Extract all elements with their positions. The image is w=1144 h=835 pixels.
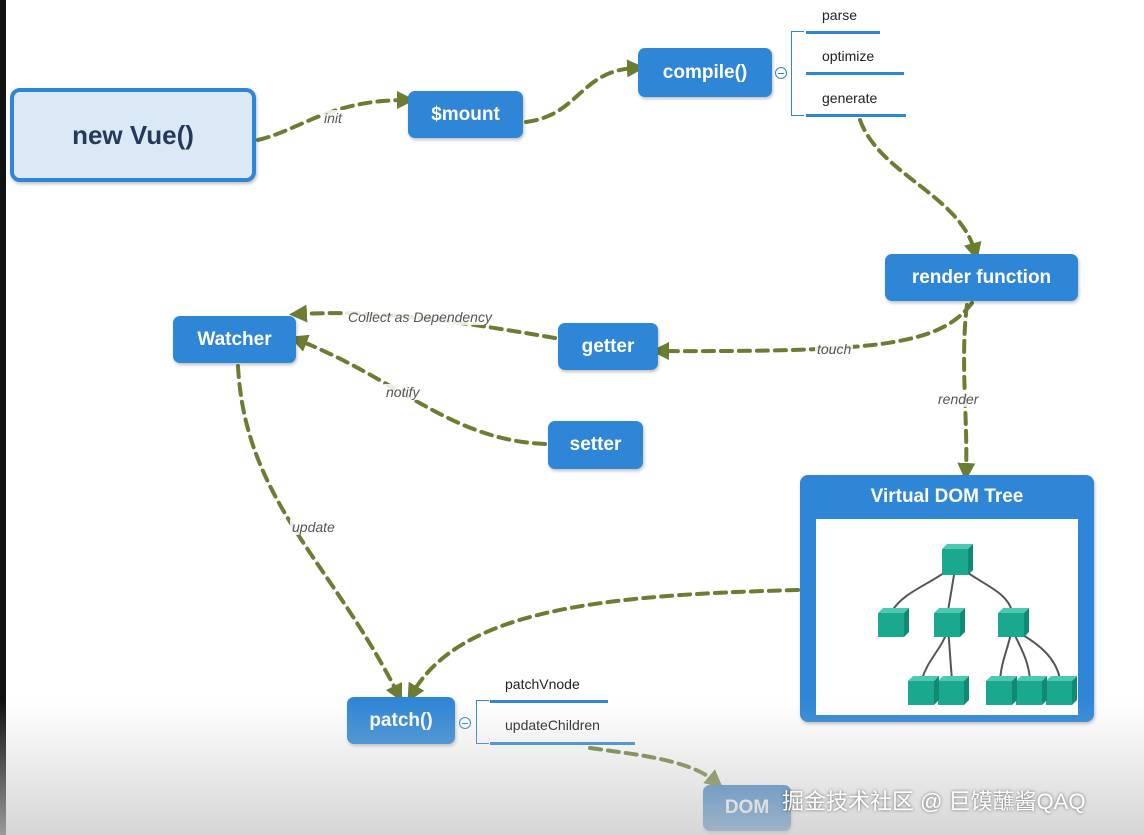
node-setter[interactable]: setter — [548, 421, 643, 469]
edge-patch-dom — [588, 746, 723, 788]
edge-label-touch: touch — [815, 341, 854, 357]
edge-label-init: init — [322, 110, 344, 126]
node-new-vue[interactable]: new Vue() — [10, 88, 256, 182]
compile-step-optimize-underline — [806, 72, 904, 75]
left-edge-bar — [0, 0, 6, 835]
edge-label-notify: notify — [384, 384, 422, 400]
compile-collapse-toggle[interactable] — [775, 67, 787, 79]
node-compile[interactable]: compile() — [638, 48, 772, 97]
edge-mount-compile — [524, 59, 645, 124]
watermark-text: 掘金技术社区 @ 巨馍蘸酱QAQ — [782, 789, 1086, 814]
edge-notify — [289, 334, 547, 446]
node-mount[interactable]: $mount — [408, 91, 523, 138]
compile-step-parse[interactable]: parse — [822, 7, 858, 23]
tree-illustration — [878, 544, 1077, 705]
compile-step-generate-underline — [806, 114, 906, 117]
edge-touch — [651, 301, 974, 361]
patch-collapse-toggle[interactable] — [459, 717, 471, 729]
edge-render — [957, 303, 976, 481]
compile-steps-bracket — [791, 31, 804, 116]
node-dom[interactable]: DOM — [703, 785, 791, 831]
patch-step-updatechildren[interactable]: updateChildren — [505, 717, 600, 733]
edge-vdom-patch — [407, 588, 800, 702]
node-virtual-dom-tree[interactable]: Virtual DOM Tree — [800, 475, 1094, 722]
tree-node-cubes — [878, 544, 1077, 705]
edge-generate-render — [858, 118, 982, 261]
node-getter[interactable]: getter — [558, 323, 658, 370]
virtual-dom-tree-title: Virtual DOM Tree — [870, 486, 1024, 507]
compile-step-optimize[interactable]: optimize — [822, 48, 875, 64]
node-render-function[interactable]: render function — [885, 254, 1078, 301]
patch-step-updatechildren-underline — [490, 742, 635, 745]
patch-step-patchvnode[interactable]: patchVnode — [505, 676, 580, 692]
patch-steps-bracket — [476, 700, 489, 744]
edge-label-collect: Collect as Dependency — [346, 309, 494, 325]
edge-label-render: render — [936, 391, 981, 407]
compile-step-generate[interactable]: generate — [822, 90, 878, 106]
edge-update — [236, 364, 403, 703]
node-watcher[interactable]: Watcher — [173, 316, 296, 363]
virtual-dom-tree-panel — [816, 519, 1078, 715]
edge-init — [256, 91, 415, 142]
edge-label-update: update — [290, 519, 337, 535]
patch-step-patchvnode-underline — [490, 700, 608, 703]
node-patch[interactable]: patch() — [347, 697, 455, 744]
compile-step-parse-underline — [806, 31, 880, 34]
